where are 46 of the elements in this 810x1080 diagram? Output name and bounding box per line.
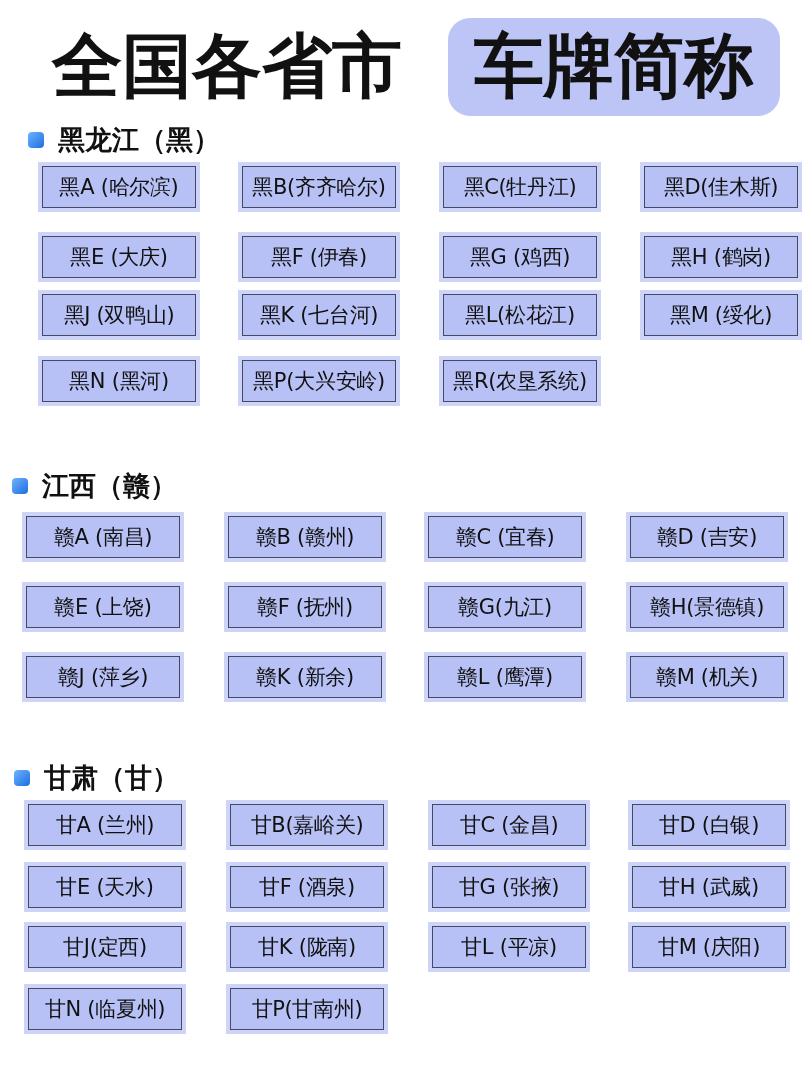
plate-code-box: 甘K (陇南): [226, 922, 388, 972]
section-heading: 江西（赣）: [42, 469, 177, 503]
plate-code-box: 赣L (鹰潭): [424, 652, 586, 702]
plate-code-box: 赣K (新余): [224, 652, 386, 702]
plate-code-box: 赣H(景德镇): [626, 582, 788, 632]
plate-code-box: 甘A (兰州): [24, 800, 186, 850]
plate-code-box: 甘J(定西): [24, 922, 186, 972]
title: 全国各省市: [52, 24, 402, 109]
plate-code-box: 甘P(甘南州): [226, 984, 388, 1034]
plate-code-box: 黑D(佳木斯): [640, 162, 802, 212]
plate-code-box: 赣J (萍乡): [22, 652, 184, 702]
plate-code-box: 黑A (哈尔滨): [38, 162, 200, 212]
plate-code-box: 黑N (黑河): [38, 356, 200, 406]
plate-code-box: 黑R(农垦系统): [439, 356, 601, 406]
plate-code-box: 赣E (上饶): [22, 582, 184, 632]
plate-code-box: 甘M (庆阳): [628, 922, 790, 972]
plate-code-box: 甘B(嘉峪关): [226, 800, 388, 850]
plate-code-box: 黑C(牡丹江): [439, 162, 601, 212]
plate-code-box: 赣F (抚州): [224, 582, 386, 632]
plate-code-box: 甘N (临夏州): [24, 984, 186, 1034]
plate-code-box: 甘F (酒泉): [226, 862, 388, 912]
section-heading: 黑龙江（黑）: [58, 123, 220, 157]
plate-code-box: 甘H (武威): [628, 862, 790, 912]
plate-code-box: 赣G(九江): [424, 582, 586, 632]
plate-code-box: 黑M (绥化): [640, 290, 802, 340]
plate-code-box: 赣A (南昌): [22, 512, 184, 562]
plate-code-box: 甘L (平凉): [428, 922, 590, 972]
plate-code-box: 黑P(大兴安岭): [238, 356, 400, 406]
plate-code-box: 赣M (机关): [626, 652, 788, 702]
plate-code-box: 黑L(松花江): [439, 290, 601, 340]
plate-code-box: 黑E (大庆): [38, 232, 200, 282]
plate-code-box: 甘C (金昌): [428, 800, 590, 850]
section-heading: 甘肃（甘）: [44, 761, 179, 795]
plate-code-box: 黑B(齐齐哈尔): [238, 162, 400, 212]
plate-code-box: 赣D (吉安): [626, 512, 788, 562]
plate-code-box: 黑F (伊春): [238, 232, 400, 282]
plate-code-box: 黑K (七台河): [238, 290, 400, 340]
plate-code-box: 甘E (天水): [24, 862, 186, 912]
plate-code-box: 黑H (鹤岗): [640, 232, 802, 282]
plate-code-box: 甘G (张掖): [428, 862, 590, 912]
plate-code-box: 黑G (鸡西): [439, 232, 601, 282]
plate-code-box: 赣C (宜春): [424, 512, 586, 562]
plate-code-box: 甘D (白银): [628, 800, 790, 850]
plate-code-box: 赣B (赣州): [224, 512, 386, 562]
plate-code-box: 黑J (双鸭山): [38, 290, 200, 340]
highlight-title-pill: 车牌简称: [448, 18, 780, 116]
